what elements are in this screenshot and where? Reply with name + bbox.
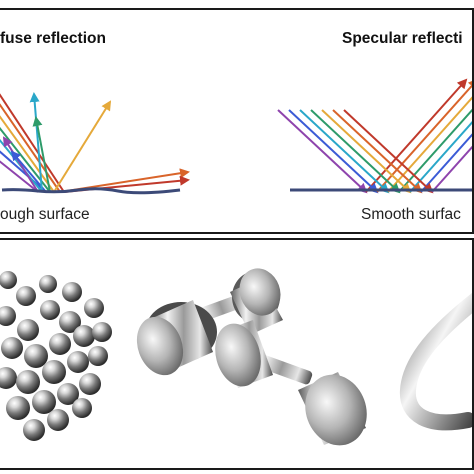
specular-incoming-ray — [310, 109, 401, 194]
steel-ball — [16, 370, 40, 394]
steel-ball — [16, 286, 36, 306]
specular-incoming-ray — [321, 109, 412, 194]
specular-incoming-ray — [277, 109, 368, 194]
polished-metal-ring — [399, 293, 472, 431]
steel-ball — [57, 383, 79, 405]
reflection-rays-diagram — [0, 78, 472, 195]
diffuse-reflected-ray — [2, 136, 39, 193]
diffuse-reflected-ray — [29, 92, 43, 193]
diffuse-incoming-ray — [0, 93, 65, 193]
diffuse-incoming-ray — [0, 103, 61, 193]
steel-ball — [0, 306, 16, 326]
steel-ball — [73, 325, 95, 347]
steel-ball — [84, 298, 104, 318]
specular-reflected-ray — [365, 78, 468, 193]
front-dumbbell — [215, 320, 367, 446]
reflective-objects-photo-panel — [0, 238, 474, 470]
diffuse-incoming-ray — [0, 160, 39, 193]
diffuse-incoming-ray — [0, 115, 55, 193]
specular-reflected-ray — [431, 145, 472, 193]
steel-ball — [1, 337, 23, 359]
specular-reflected-ray — [409, 121, 472, 193]
rough-surface-caption: ough surface — [0, 206, 90, 223]
diffuse-incoming-ray — [0, 150, 47, 193]
specular-incoming-ray — [332, 109, 423, 194]
steel-ball — [40, 300, 60, 320]
steel-ball — [23, 419, 45, 441]
specular-rays — [277, 78, 472, 194]
rough-surface-line — [1, 187, 181, 195]
specular-incoming-ray — [343, 109, 434, 194]
steel-ball — [17, 319, 39, 341]
steel-ball — [0, 271, 17, 289]
steel-ball — [67, 351, 89, 373]
steel-ball — [79, 373, 101, 395]
specular-incoming-ray — [288, 109, 379, 194]
steel-ball — [59, 311, 81, 333]
steel-ball — [32, 390, 56, 414]
reflection-diagram-panel: fuse reflection Specular reflecti ough s… — [0, 8, 474, 234]
steel-ball — [62, 282, 82, 302]
diffuse-reflection-heading: fuse reflection — [0, 30, 106, 47]
steel-ball — [0, 367, 17, 389]
steel-ball — [6, 396, 30, 420]
steel-ball — [47, 409, 69, 431]
chrome-dumbbells — [136, 268, 367, 446]
steel-ball — [88, 346, 108, 366]
specular-reflected-ray — [387, 96, 472, 193]
diffuse-reflected-ray — [10, 150, 47, 193]
back-dumbbell — [136, 268, 283, 376]
steel-ball — [72, 398, 92, 418]
steel-ball-bearings — [0, 271, 112, 441]
steel-ball — [42, 360, 66, 384]
reflective-objects-illustration — [0, 268, 472, 446]
specular-reflected-ray — [398, 108, 472, 193]
specular-reflected-ray — [420, 133, 472, 193]
specular-reflected-ray — [376, 78, 472, 193]
diffuse-reflected-ray — [53, 100, 112, 193]
steel-ball — [92, 322, 112, 342]
steel-ball — [24, 344, 48, 368]
smooth-surface-caption: Smooth surfac — [361, 206, 461, 223]
specular-incoming-ray — [299, 109, 390, 194]
diffuse-rays — [0, 92, 190, 193]
steel-ball — [49, 333, 71, 355]
steel-ball — [39, 275, 57, 293]
diffuse-reflected-ray — [32, 116, 51, 193]
specular-reflection-heading: Specular reflecti — [342, 30, 463, 47]
